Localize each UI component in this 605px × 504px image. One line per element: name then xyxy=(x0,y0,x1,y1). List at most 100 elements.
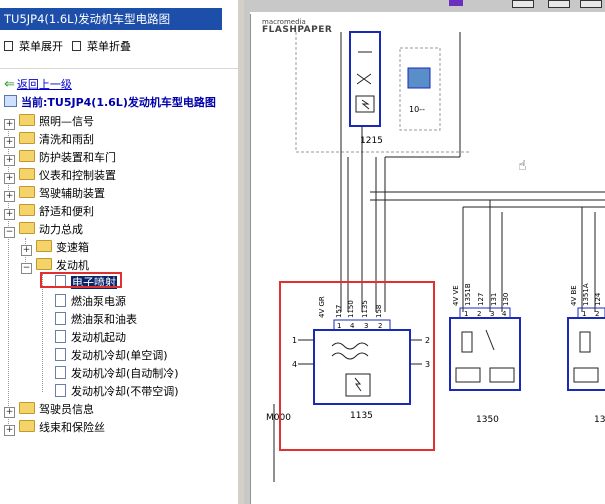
svg-text:1351A: 1351A xyxy=(582,283,590,306)
expand-icon[interactable]: + xyxy=(4,155,15,166)
viewer-toolbar xyxy=(244,0,605,8)
document-icon xyxy=(55,294,66,307)
document-icon xyxy=(55,348,66,361)
folder-icon xyxy=(19,150,35,162)
tree-item-protect[interactable]: +防护装置和车门 xyxy=(4,150,116,166)
toolbar-icon[interactable] xyxy=(449,0,463,6)
folder-open-icon xyxy=(36,258,52,270)
svg-text:1: 1 xyxy=(582,310,586,318)
toolbar-button[interactable] xyxy=(580,0,602,8)
svg-text:4: 4 xyxy=(350,322,355,330)
svg-text:157: 157 xyxy=(335,305,343,318)
document-icon xyxy=(55,366,66,379)
wiring-diagram: 1215 10-- xyxy=(250,14,605,504)
svg-text:158: 158 xyxy=(375,305,383,318)
back-link[interactable]: ⇐返回上一级 xyxy=(4,77,72,92)
expand-icon[interactable]: + xyxy=(4,209,15,220)
tree-item-fuel-pump-power[interactable]: 燃油泵电源 xyxy=(55,293,126,310)
tree-item-efi[interactable]: 电子喷射 xyxy=(55,274,117,291)
back-arrow-icon: ⇐ xyxy=(4,77,15,92)
tree-item-comfort[interactable]: +舒适和便利 xyxy=(4,204,94,220)
expand-icon[interactable]: + xyxy=(4,173,15,184)
component-right-partial: 4V BE 1351A 124 1 2 13 xyxy=(567,283,605,425)
tree-item-engine[interactable]: −发动机 xyxy=(21,258,89,274)
expand-icon[interactable]: + xyxy=(4,407,15,418)
panel-splitter[interactable] xyxy=(238,0,244,504)
label-1135: 1135 xyxy=(350,411,373,421)
component-1135: 4V GR 157 1150 1135 158 1 4 3 2 1 xyxy=(266,281,435,482)
folder-icon xyxy=(19,186,35,198)
label-10: 10-- xyxy=(409,105,425,114)
tree-item-driver-info[interactable]: +驾驶员信息 xyxy=(4,402,94,418)
left-panel: TU5JP4(1.6L)发动机车型电路图 菜单展开 菜单折叠 ⇐返回上一级 当前… xyxy=(0,0,238,504)
svg-text:2: 2 xyxy=(378,322,382,330)
expand-icon[interactable]: + xyxy=(4,119,15,130)
menu-icon xyxy=(4,41,13,51)
toolbar-button[interactable] xyxy=(512,0,534,8)
svg-text:1: 1 xyxy=(464,310,468,318)
tree-item-cooling-auto[interactable]: 发动机冷却(自动制冷) xyxy=(55,365,179,382)
expand-all-button[interactable]: 菜单展开 xyxy=(4,39,63,55)
tree-item-powertrain[interactable]: −动力总成 xyxy=(4,222,83,238)
svg-text:130: 130 xyxy=(502,293,510,306)
label-1215: 1215 xyxy=(360,136,383,146)
svg-text:1351B: 1351B xyxy=(464,283,472,306)
collapse-icon[interactable]: − xyxy=(21,263,32,274)
folder-icon xyxy=(19,402,35,414)
folder-icon xyxy=(19,114,35,126)
divider xyxy=(0,68,238,69)
tree-item-lighting[interactable]: +照明—信号 xyxy=(4,114,94,130)
collapse-all-button[interactable]: 菜单折叠 xyxy=(72,39,131,55)
svg-text:4: 4 xyxy=(292,360,297,369)
svg-text:127: 127 xyxy=(477,293,485,306)
tree-item-engine-start[interactable]: 发动机起动 xyxy=(55,329,126,346)
folder-icon xyxy=(19,132,35,144)
selection-highlight xyxy=(40,272,122,288)
expand-icon[interactable]: + xyxy=(4,425,15,436)
component-10: 10-- xyxy=(399,47,441,131)
svg-text:3: 3 xyxy=(490,310,494,318)
document-icon xyxy=(55,330,66,343)
folder-icon xyxy=(19,204,35,216)
folder-icon xyxy=(19,168,35,180)
tree-item-instrument[interactable]: +仪表和控制装置 xyxy=(4,168,116,184)
tree-item-wash[interactable]: +清洗和雨刮 xyxy=(4,132,94,148)
component-1215: 1215 xyxy=(349,31,383,146)
label-1350: 1350 xyxy=(476,415,499,425)
svg-text:131: 131 xyxy=(490,293,498,306)
expand-icon[interactable]: + xyxy=(21,245,32,256)
label-13: 13 xyxy=(594,415,605,425)
svg-text:3: 3 xyxy=(425,360,430,369)
svg-text:124: 124 xyxy=(594,292,602,306)
svg-text:4: 4 xyxy=(502,310,507,318)
svg-text:4V BE: 4V BE xyxy=(570,285,578,306)
tree-item-harness-fuse[interactable]: +线束和保险丝 xyxy=(4,420,105,436)
svg-text:1135: 1135 xyxy=(361,300,369,318)
tree-item-driving[interactable]: +驾驶辅助装置 xyxy=(4,186,105,202)
component-1350: 4V VE 1351B 127 131 130 1 2 3 4 1350 xyxy=(449,283,521,425)
tree-item-cooling-single[interactable]: 发动机冷却(单空调) xyxy=(55,347,168,364)
svg-text:2: 2 xyxy=(477,310,481,318)
svg-text:2: 2 xyxy=(425,336,430,345)
menu-icon xyxy=(72,41,81,51)
current-location: 当前:TU5JP4(1.6L)发动机车型电路图 xyxy=(4,95,216,111)
expand-icon[interactable]: + xyxy=(4,191,15,202)
toolbar-button[interactable] xyxy=(548,0,570,8)
computer-icon xyxy=(4,95,17,107)
label-m000: M000 xyxy=(266,413,291,423)
panel-title: TU5JP4(1.6L)发动机车型电路图 xyxy=(0,8,222,30)
tree-item-fuel-pump-gauge[interactable]: 燃油泵和油表 xyxy=(55,311,137,328)
tree-item-gearbox[interactable]: +变速箱 xyxy=(21,240,89,256)
document-icon xyxy=(55,312,66,325)
svg-text:1150: 1150 xyxy=(347,300,355,318)
svg-text:3: 3 xyxy=(364,322,368,330)
folder-icon xyxy=(36,240,52,252)
folder-icon xyxy=(19,420,35,432)
svg-text:4V GR: 4V GR xyxy=(318,296,326,318)
collapse-icon[interactable]: − xyxy=(4,227,15,238)
tree-item-cooling-noac[interactable]: 发动机冷却(不带空调) xyxy=(55,383,179,400)
svg-text:1: 1 xyxy=(337,322,341,330)
expand-icon[interactable]: + xyxy=(4,137,15,148)
